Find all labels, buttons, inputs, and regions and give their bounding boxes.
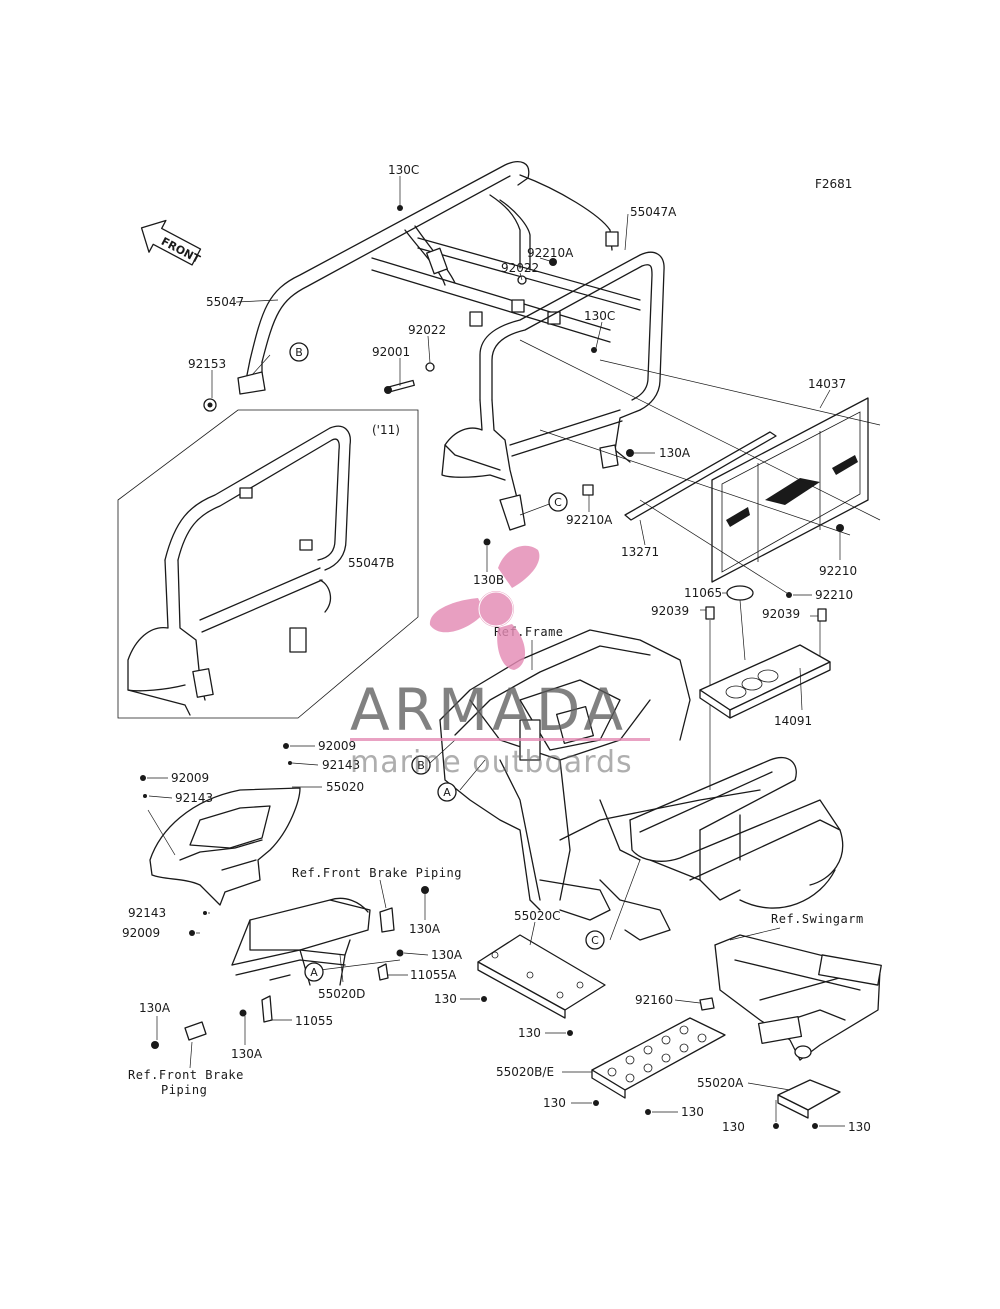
label-55020C: 55020C — [514, 909, 561, 923]
watermark-tagline: marine outboards — [350, 745, 633, 780]
svg-text:B: B — [295, 346, 303, 359]
label-92210A-mid: 92210A — [566, 513, 613, 527]
label-14091: 14091 — [774, 714, 812, 728]
watermark: ARMADA marine outboards — [350, 545, 650, 780]
label-92160: 92160 — [635, 993, 673, 1007]
label-92210-1: 92210 — [819, 564, 857, 578]
fasteners — [140, 205, 844, 1129]
callout-a-bumper: A — [304, 962, 324, 982]
label-130C-mid: 130C — [584, 309, 615, 323]
figure-code: F2681 — [815, 177, 852, 191]
front-guard-55020 — [149, 787, 301, 906]
label-92153: 92153 — [188, 357, 226, 371]
label-92009-3: 92009 — [122, 926, 160, 940]
label-92022-top: 92022 — [501, 261, 539, 275]
svg-text:A: A — [443, 786, 451, 799]
label-11055A: 11055A — [410, 968, 457, 982]
propeller-logo-icon — [429, 545, 540, 670]
label-ref-swingarm: Ref.Swingarm — [771, 912, 864, 926]
inset-55047B — [117, 409, 419, 719]
label-92210-2: 92210 — [815, 588, 853, 602]
cover-14091 — [699, 585, 831, 719]
label-13271: 13271 — [621, 545, 659, 559]
svg-text:C: C — [554, 496, 562, 509]
label-130-2: 130 — [518, 1026, 541, 1040]
label-92039-1: 92039 — [651, 604, 689, 618]
skid-plate-55020A — [777, 1079, 841, 1119]
label-92009-1: 92009 — [318, 739, 356, 753]
label-55020A: 55020A — [697, 1076, 744, 1090]
label-ref-front-brake-2a: Ref.Front Brake — [128, 1068, 244, 1082]
label-14037: 14037 — [808, 377, 846, 391]
label-55047B: 55047B — [348, 556, 394, 570]
callout-b-top: B — [289, 342, 309, 362]
label-130-5: 130 — [722, 1120, 745, 1134]
label-55047A: 55047A — [630, 205, 677, 219]
label-92001: 92001 — [372, 345, 410, 359]
watermark-brand: ARMADA — [350, 676, 627, 744]
label-130A-bottom: 130A — [231, 1047, 263, 1061]
callout-c-frame: C — [585, 930, 605, 950]
label-130C-top: 130C — [388, 163, 419, 177]
svg-text:A: A — [310, 966, 318, 979]
label-92009-2: 92009 — [171, 771, 209, 785]
skid-plate-55020C — [477, 934, 606, 1019]
callout-a-frame: A — [437, 782, 457, 802]
label-92143-2: 92143 — [175, 791, 213, 805]
label-130A-r2: 130A — [431, 948, 463, 962]
label-130-3: 130 — [543, 1096, 566, 1110]
callout-b-frame: B — [411, 755, 431, 775]
skid-plate-55020BE — [591, 997, 726, 1099]
label-92143-1: 92143 — [322, 758, 360, 772]
label-130A-r1: 130A — [409, 922, 441, 936]
svg-text:C: C — [591, 934, 599, 947]
callout-c-top: C — [548, 492, 568, 512]
label-130A-mid: 130A — [659, 446, 691, 460]
label-year-note: ('11) — [372, 423, 400, 437]
front-arrow-icon: FRONT — [140, 219, 203, 266]
svg-text:B: B — [417, 759, 425, 772]
label-11065: 11065 — [684, 586, 722, 600]
label-130-1: 130 — [434, 992, 457, 1006]
label-130B: 130B — [473, 573, 504, 587]
label-55020: 55020 — [326, 780, 364, 794]
label-11055: 11055 — [295, 1014, 333, 1028]
label-130-6: 130 — [848, 1120, 871, 1134]
roll-bar-assembly — [237, 161, 665, 531]
watermark-underline — [350, 738, 650, 741]
label-ref-front-brake-1: Ref.Front Brake Piping — [292, 866, 462, 880]
label-130A-left: 130A — [139, 1001, 171, 1015]
assembly-lines — [519, 339, 881, 790]
label-92143-3: 92143 — [128, 906, 166, 920]
label-ref-front-brake-2b: Piping — [161, 1083, 207, 1097]
label-130-4: 130 — [681, 1105, 704, 1119]
cargo-net-14037 — [624, 397, 869, 583]
label-92039-2: 92039 — [762, 607, 800, 621]
label-55020D: 55020D — [318, 987, 365, 1001]
bumper-55020D — [184, 897, 395, 1041]
leader-lines — [147, 176, 845, 1127]
callout-circles: B C B A A C — [289, 342, 605, 982]
label-92022-mid: 92022 — [408, 323, 446, 337]
label-55047: 55047 — [206, 295, 244, 309]
label-55020BE: 55020B/E — [496, 1065, 554, 1079]
label-92210A-top: 92210A — [527, 246, 574, 260]
swingarm — [714, 934, 882, 1061]
part-labels: 130C 55047A 92210A 92022 55047 92022 920… — [122, 163, 871, 1134]
